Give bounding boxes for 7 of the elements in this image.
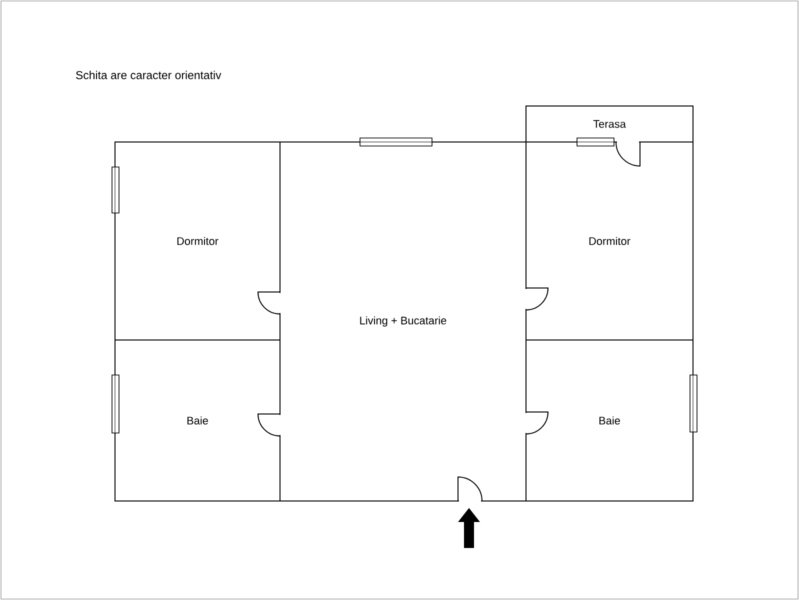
room: Dormitor [526,141,694,340]
room: Baie [114,339,280,502]
room: Terasa [526,105,694,142]
note: Schita are caracter orientativ [76,70,222,80]
room: Living + Bucatarie [280,141,526,502]
room: Dormitor [114,141,280,340]
room: Baie [526,339,694,502]
